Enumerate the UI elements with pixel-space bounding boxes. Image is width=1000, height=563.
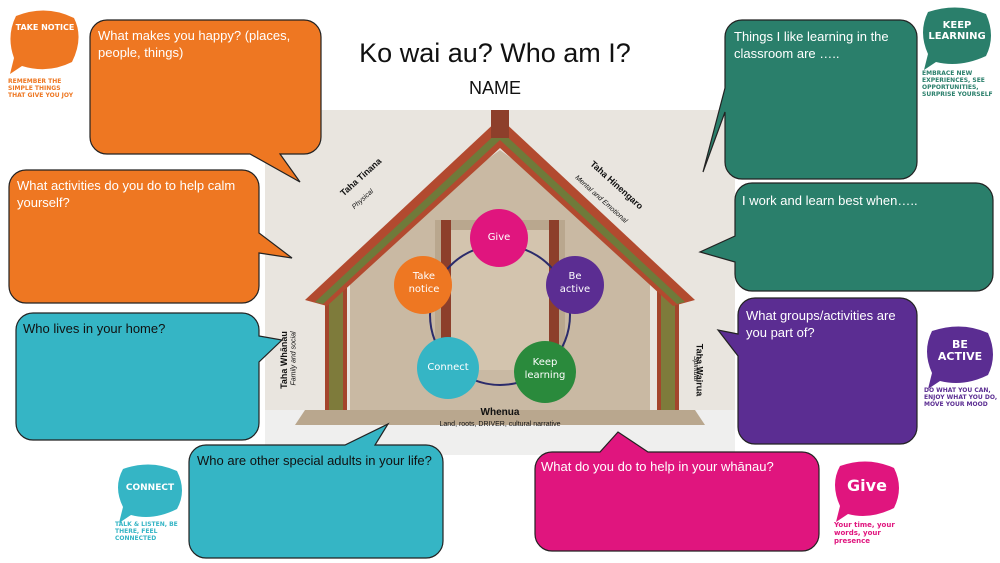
circle-keep-learning: Keep learning: [524, 357, 566, 381]
keep-learning-tagline: EMBRACE NEW EXPERIENCES, SEE OPPORTUNITI…: [922, 70, 993, 98]
be-active-logo: BE ACTIVE DO WHAT YOU CAN, ENJOY WHAT YO…: [924, 325, 998, 415]
circle-connect: Connect: [427, 362, 469, 373]
wharenui-image: Give Take notice Be active Connect Keep …: [265, 110, 735, 455]
take-notice-logo-text: TAKE NOTICE: [15, 23, 75, 32]
name-label: NAME: [468, 78, 521, 98]
take-notice-logo: TAKE NOTICE REMEMBER THE SIMPLE THINGS T…: [8, 8, 83, 108]
give-logo-text: Give: [847, 476, 887, 495]
give-logo: Give Your time, your words, your presenc…: [832, 460, 902, 555]
connect-tagline: TALK & LISTEN, BE THERE, FEEL CONNECTED: [115, 521, 178, 542]
be-active-tagline: DO WHAT YOU CAN, ENJOY WHAT YOU DO, MOVE…: [924, 387, 998, 408]
give-tagline: Your time, your words, your presence: [834, 521, 895, 545]
whenua-label: Whenua: [480, 407, 520, 418]
whanau-help-question: What do you do to help in your whānau?: [541, 459, 774, 474]
circle-take-notice: Take notice: [408, 271, 440, 295]
whenua-sub: Land, roots, DRIVER, cultural narrative: [439, 421, 561, 428]
groups-question: What groups/activities are you part of?: [746, 308, 896, 340]
classroom-question: Things I like learning in the classroom …: [734, 29, 889, 61]
connect-logo-text: CONNECT: [125, 483, 175, 493]
home-question: Who lives in your home?: [23, 321, 166, 336]
page-title: Ko wai au? Who am I?: [359, 38, 631, 68]
adults-question: Who are other special adults in your lif…: [197, 453, 432, 468]
calm-question: What activities do you do to help calm y…: [17, 178, 236, 210]
take-notice-tagline: REMEMBER THE SIMPLE THINGS THAT GIVE YOU…: [8, 78, 74, 99]
circle-be-active: Be active: [559, 271, 591, 295]
be-active-logo-text: BE ACTIVE: [937, 338, 983, 363]
keep-learning-logo: KEEP LEARNING EMBRACE NEW EXPERIENCES, S…: [920, 6, 995, 106]
circle-give: Give: [487, 232, 511, 243]
happy-question: What makes you happy? (places, people, t…: [98, 28, 291, 60]
keep-learning-logo-text: KEEP LEARNING: [928, 20, 986, 42]
connect-logo: CONNECT TALK & LISTEN, BE THERE, FEEL CO…: [115, 463, 187, 558]
learn-best-question: I work and learn best when…..: [742, 193, 918, 208]
